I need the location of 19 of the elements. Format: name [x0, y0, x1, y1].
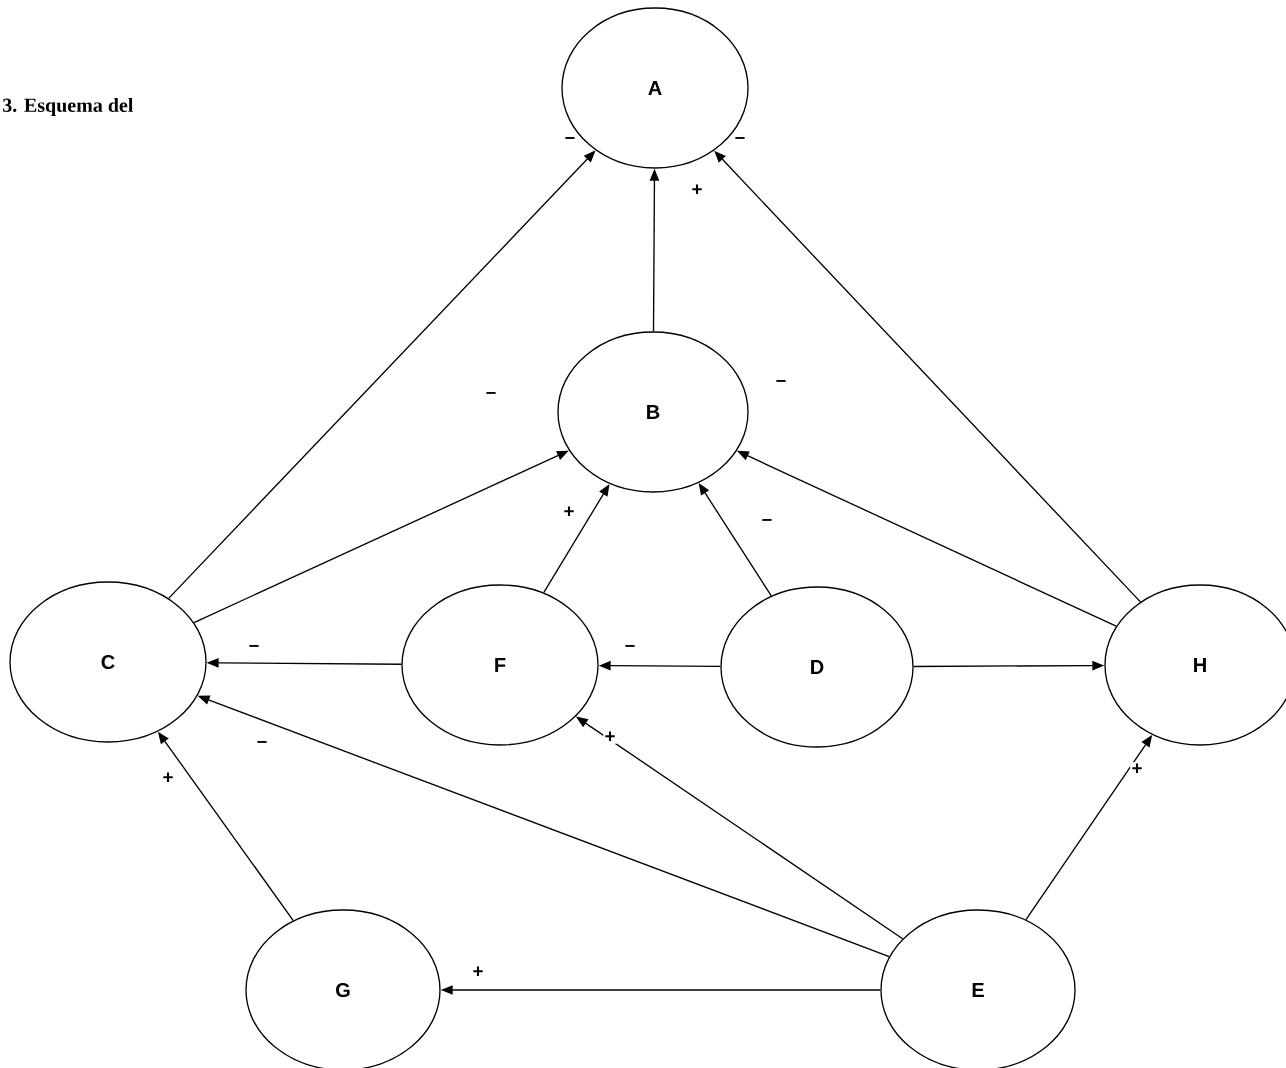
sign-label: +: [471, 965, 485, 979]
sign-label: +: [1130, 762, 1144, 776]
sign-label: –: [774, 378, 788, 388]
sign-label: –: [760, 517, 774, 527]
sign-label: +: [690, 183, 704, 197]
sign-label: –: [733, 135, 747, 145]
ellipse-node: D: [720, 586, 914, 748]
sign-label: –: [255, 739, 269, 749]
sign-label: –: [247, 643, 261, 653]
ellipse-node: F: [401, 584, 599, 746]
sign-label: –: [484, 390, 498, 400]
sign-label: +: [161, 771, 175, 785]
sign-label: +: [603, 730, 617, 744]
sign-label: –: [563, 135, 577, 145]
sign-label: +: [562, 505, 576, 519]
ellipse-node: B: [557, 331, 749, 493]
heading: 3. Esquema del: [3, 97, 134, 117]
sign-label: –: [623, 643, 637, 653]
ellipse-node: C: [9, 581, 207, 743]
